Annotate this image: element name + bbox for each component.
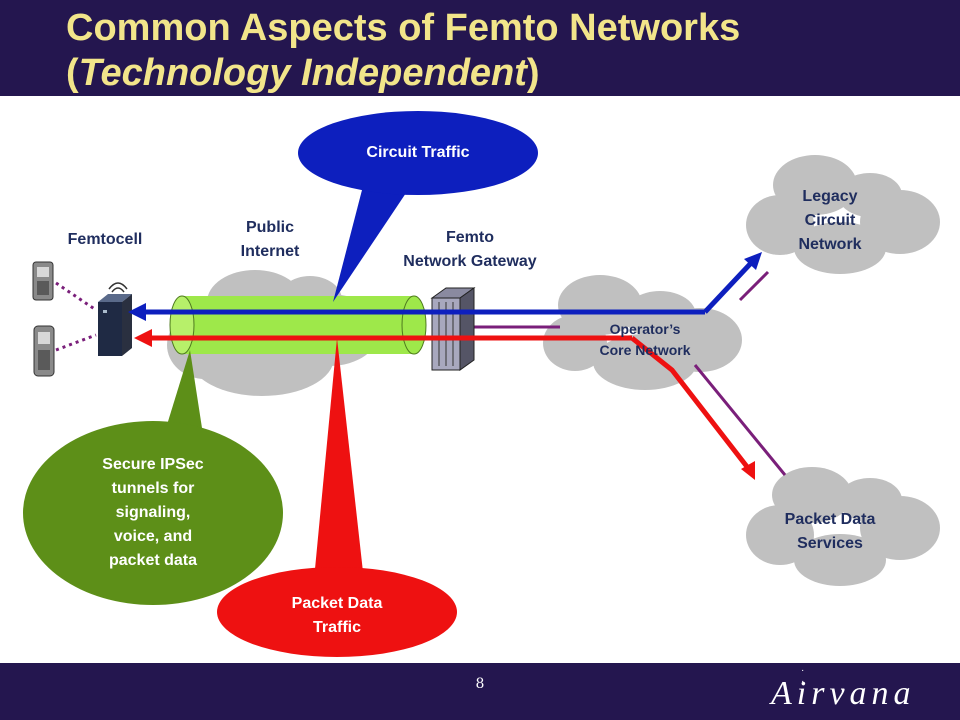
femtocell-label: Femtocell (67, 231, 143, 248)
packet-services-cloud (746, 467, 940, 586)
gateway-label: Femto Network Gateway (403, 229, 537, 270)
phone-links (55, 281, 97, 352)
footer-bar: 8 Airvana · · (0, 663, 960, 720)
title-bar: Common Aspects of Femto Networks (Techno… (0, 0, 960, 96)
title-open-paren: ( (66, 52, 79, 94)
ipsec-tunnel (169, 295, 427, 355)
circuit-traffic-text: Circuit Traffic (366, 144, 470, 161)
femtocell-device-icon (98, 282, 132, 356)
title-main: Common Aspects of Femto Networks (66, 7, 741, 49)
gateway-icon (430, 287, 476, 371)
packet-traffic-text: Packet Data Traffic (291, 595, 383, 636)
ipsec-text: Secure IPSec tunnels for signaling, voic… (102, 456, 204, 569)
ipsec-callout (23, 421, 283, 605)
title-subtitle: Technology Independent (78, 52, 527, 94)
title-close-paren: ) (526, 52, 540, 94)
circuit-traffic-callout (298, 111, 538, 195)
packet-traffic-arrow (134, 329, 755, 480)
legacy-circuit-cloud (746, 155, 940, 274)
phone-icon-1 (32, 261, 54, 301)
circuit-traffic-arrow (128, 252, 762, 321)
airvana-logo-text: Airvana (771, 675, 916, 712)
packet-services-label: Packet Data Services (784, 511, 876, 552)
core-network-label: Operator’s Core Network (599, 321, 691, 358)
legacy-network-label: Legacy Circuit Network (798, 188, 862, 253)
core-network-cloud (543, 275, 742, 390)
phone-icon-2 (33, 325, 55, 377)
page-number: 8 (475, 676, 485, 692)
packet-traffic-callout (217, 567, 457, 657)
logo-dots-icon: · · (801, 665, 805, 687)
slide-title: Common Aspects of Femto Networks (Techno… (66, 6, 740, 96)
public-internet-label: Public Internet (240, 219, 300, 260)
